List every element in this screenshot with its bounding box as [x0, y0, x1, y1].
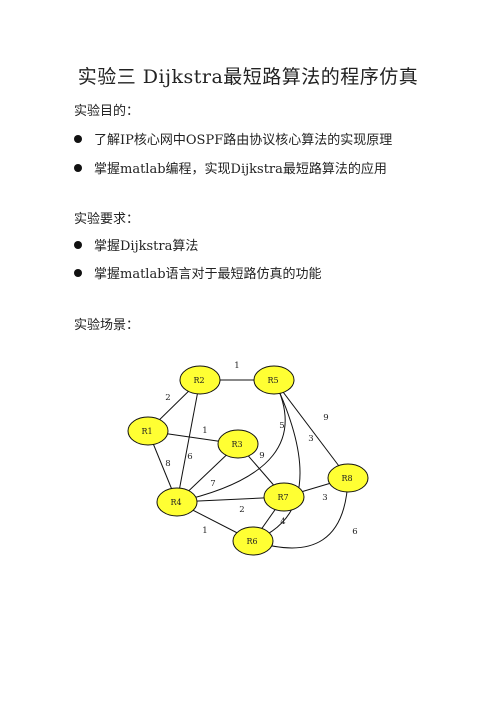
page-title: 实验三 Dijkstra最短路算法的程序仿真: [77, 66, 419, 88]
purpose-item-text: 掌握matlab编程，实现Dijkstra最短路算法的应用: [94, 162, 387, 177]
edge-r5-r4: [176, 379, 286, 503]
edge-weight-label: 9: [323, 413, 328, 423]
node-label: R8: [341, 474, 352, 483]
requirement-item-text: 掌握Dijkstra算法: [94, 239, 199, 254]
requirement-item: 掌握Dijkstra算法: [74, 235, 198, 254]
node-r6: [232, 526, 274, 556]
scenario-heading: 实验场景：: [74, 318, 140, 333]
edge-weight-label: 6: [187, 452, 192, 462]
edge-weight-label: 1: [202, 526, 207, 536]
purpose-item: 了解IP核心网中OSPF路由协议核心算法的实现原理: [74, 129, 392, 148]
node-r2: [179, 365, 221, 395]
node-r5: [253, 365, 295, 395]
requirements-heading: 实验要求：: [74, 212, 140, 227]
bullet-icon: [74, 134, 82, 143]
node-r1: [127, 416, 169, 446]
edge-r8-r6: [252, 477, 349, 549]
node-r8: [327, 463, 369, 493]
node-label: R7: [277, 493, 288, 502]
bullet-icon: [74, 240, 82, 249]
purpose-item: 掌握matlab编程，实现Dijkstra最短路算法的应用: [74, 158, 387, 177]
purpose-heading: 实验目的：: [74, 104, 140, 119]
edge-weight-label: 2: [165, 393, 170, 403]
edge-r5-r6: [252, 379, 301, 542]
bullet-icon: [74, 163, 82, 172]
edge-weight-label: 2: [239, 505, 244, 515]
edge-weight-label: 5: [279, 421, 284, 431]
edge-weight-label: 3: [308, 434, 313, 444]
edge-weight-label: 3: [322, 493, 327, 503]
graph-edges: 1 2 1 6 8 7 9 5 3 9 3 2 1 4 6: [147, 361, 358, 549]
edge-weight-label: 8: [165, 459, 170, 469]
edge-weight-label: 9: [259, 451, 264, 461]
node-r3: [217, 429, 259, 459]
edge-r5-r8: [273, 379, 349, 479]
edge-weight-label: 1: [202, 426, 207, 436]
node-label: R2: [193, 376, 204, 385]
node-r4: [156, 487, 198, 517]
bullet-icon: [74, 268, 82, 277]
node-label: R6: [246, 537, 257, 546]
node-r7: [263, 482, 305, 512]
requirement-item: 掌握matlab语言对于最短路仿真的功能: [74, 263, 322, 282]
edge-weight-label: 4: [280, 517, 285, 527]
edge-weight-label: 7: [210, 479, 215, 489]
node-label: R5: [267, 376, 278, 385]
node-label: R4: [170, 498, 181, 507]
node-label: R3: [231, 440, 242, 449]
node-label: R1: [141, 427, 152, 436]
edge-r2-r4: [176, 379, 201, 503]
edge-weight-label: 1: [234, 361, 239, 371]
requirement-item-text: 掌握matlab语言对于最短路仿真的功能: [94, 267, 322, 282]
purpose-item-text: 了解IP核心网中OSPF路由协议核心算法的实现原理: [94, 133, 393, 148]
edge-weight-label: 6: [352, 527, 357, 537]
